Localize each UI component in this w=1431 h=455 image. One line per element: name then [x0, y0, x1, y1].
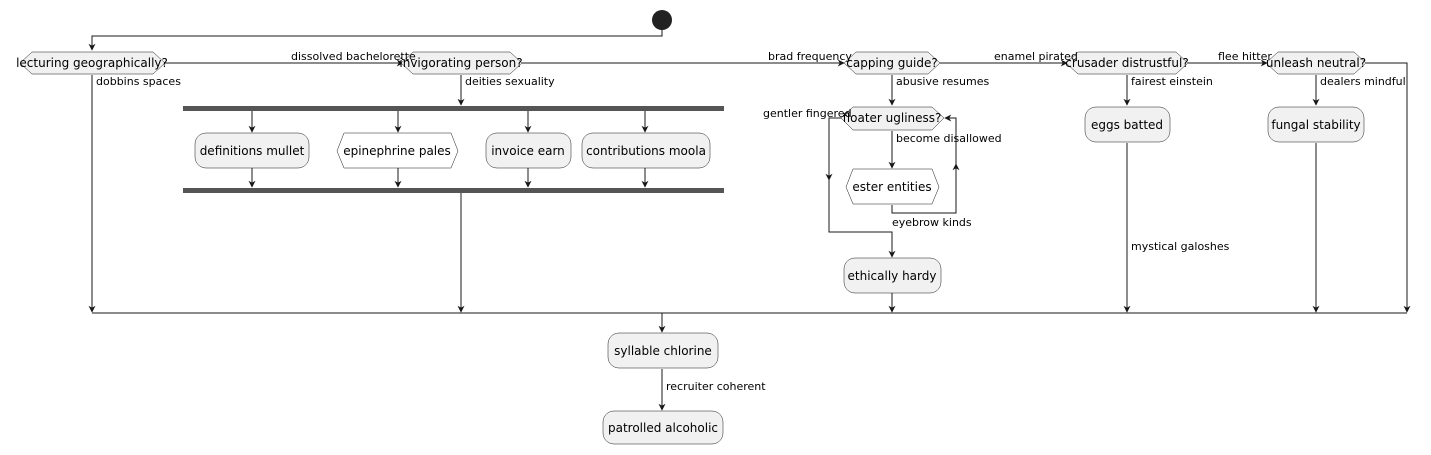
- action-ester-entities-text: ester entities: [852, 180, 931, 194]
- decision-q3-text: capping guide?: [846, 56, 937, 70]
- action-invoice-earn: invoice earn: [485, 132, 572, 169]
- edge-start-q1: [88, 30, 663, 51]
- label-brad: brad frequency: [768, 50, 852, 63]
- decision-q4-text: crusader distrustful?: [1065, 56, 1188, 70]
- label-flee: flee hitter: [1218, 50, 1272, 63]
- label-become: become disallowed: [896, 132, 1002, 145]
- decision-q2: invigorating person?: [399, 51, 523, 75]
- label-dissolved: dissolved bachelorette: [291, 50, 416, 63]
- action-patrolled-alcoholic-text: patrolled alcoholic: [608, 421, 718, 435]
- label-dealers: dealers mindful: [1320, 75, 1406, 88]
- action-eggs-batted: eggs batted: [1084, 106, 1171, 143]
- decision-q5-text: unleash neutral?: [1266, 56, 1366, 70]
- decision-q2-text: invigorating person?: [399, 56, 522, 70]
- decision-loop: floater ugliness?: [840, 106, 945, 131]
- label-eyebrow: eyebrow kinds: [892, 216, 972, 229]
- action-epinephrine-pales: epinephrine pales: [336, 132, 459, 169]
- action-ester-entities: ester entities: [845, 168, 940, 205]
- label-mystical: mystical galoshes: [1131, 240, 1230, 253]
- decision-q1: lecturing geographically?: [16, 51, 168, 75]
- label-fairest: fairest einstein: [1131, 75, 1213, 88]
- action-eggs-batted-text: eggs batted: [1091, 118, 1163, 132]
- edge-loop-exit: [828, 180, 896, 258]
- action-syllable-chlorine: syllable chlorine: [607, 332, 719, 369]
- fork-bar: [183, 106, 724, 111]
- action-fungal-stability: fungal stability: [1267, 106, 1365, 143]
- label-abusive: abusive resumes: [896, 75, 989, 88]
- action-contributions-moola: contributions moola: [581, 132, 711, 169]
- action-definitions-mullet: definitions mullet: [194, 132, 310, 169]
- join-bar: [183, 188, 724, 193]
- label-recruiter: recruiter coherent: [666, 380, 766, 393]
- edge-loop-exit-arrow: [825, 117, 841, 181]
- label-enamel: enamel pirated: [994, 50, 1078, 63]
- action-syllable-chlorine-text: syllable chlorine: [614, 344, 712, 358]
- label-dobbins: dobbins spaces: [96, 75, 181, 88]
- label-gentler: gentler fingered: [763, 107, 852, 120]
- action-ethically-hardy-text: ethically hardy: [848, 269, 937, 283]
- decision-q5: unleash neutral?: [1265, 51, 1367, 75]
- action-ethically-hardy: ethically hardy: [843, 257, 942, 294]
- action-invoice-earn-text: invoice earn: [491, 144, 565, 158]
- edge-q5-else: [1366, 62, 1411, 313]
- edge-ester-back: [891, 114, 957, 214]
- action-epinephrine-pales-text: epinephrine pales: [343, 144, 451, 158]
- label-deities: deities sexuality: [465, 75, 555, 88]
- decision-q1-text: lecturing geographically?: [16, 56, 168, 70]
- action-patrolled-alcoholic: patrolled alcoholic: [602, 410, 724, 445]
- action-fungal-stability-text: fungal stability: [1271, 118, 1360, 132]
- action-definitions-mullet-text: definitions mullet: [200, 144, 305, 158]
- decision-q4: crusader distrustful?: [1065, 51, 1189, 75]
- decision-q3: capping guide?: [843, 51, 941, 75]
- start-node: [652, 10, 672, 30]
- action-contributions-moola-text: contributions moola: [586, 144, 706, 158]
- decision-loop-text: floater ugliness?: [843, 111, 942, 125]
